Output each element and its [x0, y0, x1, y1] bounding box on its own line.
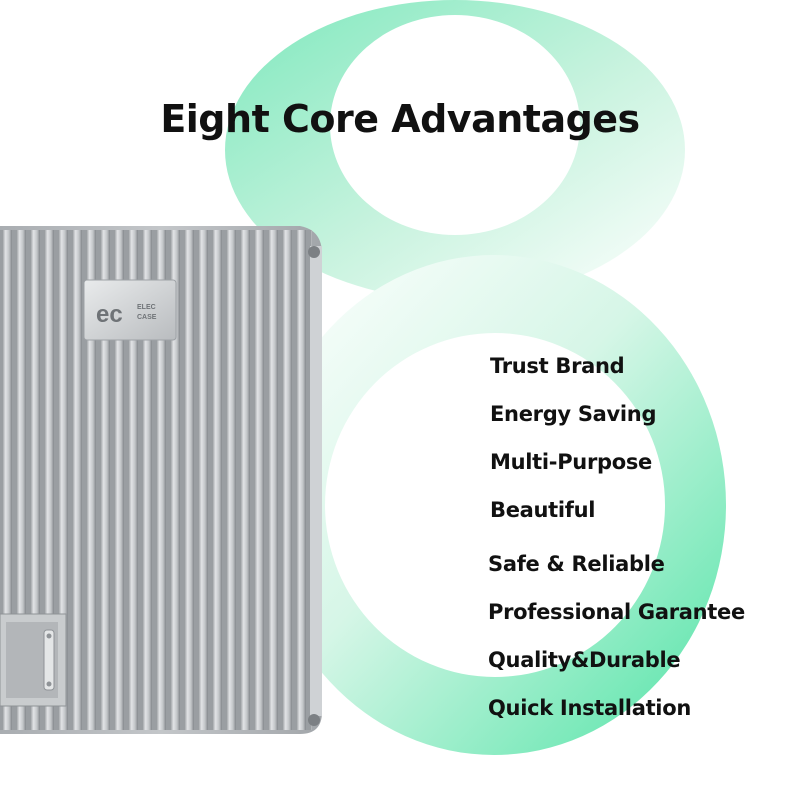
advantage-item: Beautiful — [490, 498, 596, 522]
enclosure-edge — [310, 246, 322, 716]
corner-bolt — [308, 714, 320, 726]
advantage-item: Trust Brand — [490, 354, 625, 378]
logo-line1: ELEC — [137, 304, 156, 311]
logo-line2: CASE — [137, 314, 157, 321]
advantage-item: Professional Garantee — [488, 600, 745, 624]
aluminum-enclosure-image: ec ELEC CASE — [0, 226, 322, 734]
page-title: Eight Core Advantages — [160, 97, 640, 142]
advantage-item: Quality&Durable — [488, 648, 681, 672]
corner-bolt — [308, 246, 320, 258]
eight-upper-ring — [225, 0, 685, 300]
advantage-item: Quick Installation — [488, 696, 691, 720]
eight-lower-ring — [262, 255, 726, 755]
logo-plate: ec ELEC CASE — [83, 279, 177, 341]
logo-mark: ec — [96, 301, 123, 328]
advantage-item: Safe & Reliable — [488, 552, 665, 576]
advantage-item: Energy Saving — [490, 402, 657, 426]
mounting-bracket — [0, 613, 67, 707]
advantage-item: Multi-Purpose — [490, 450, 652, 474]
